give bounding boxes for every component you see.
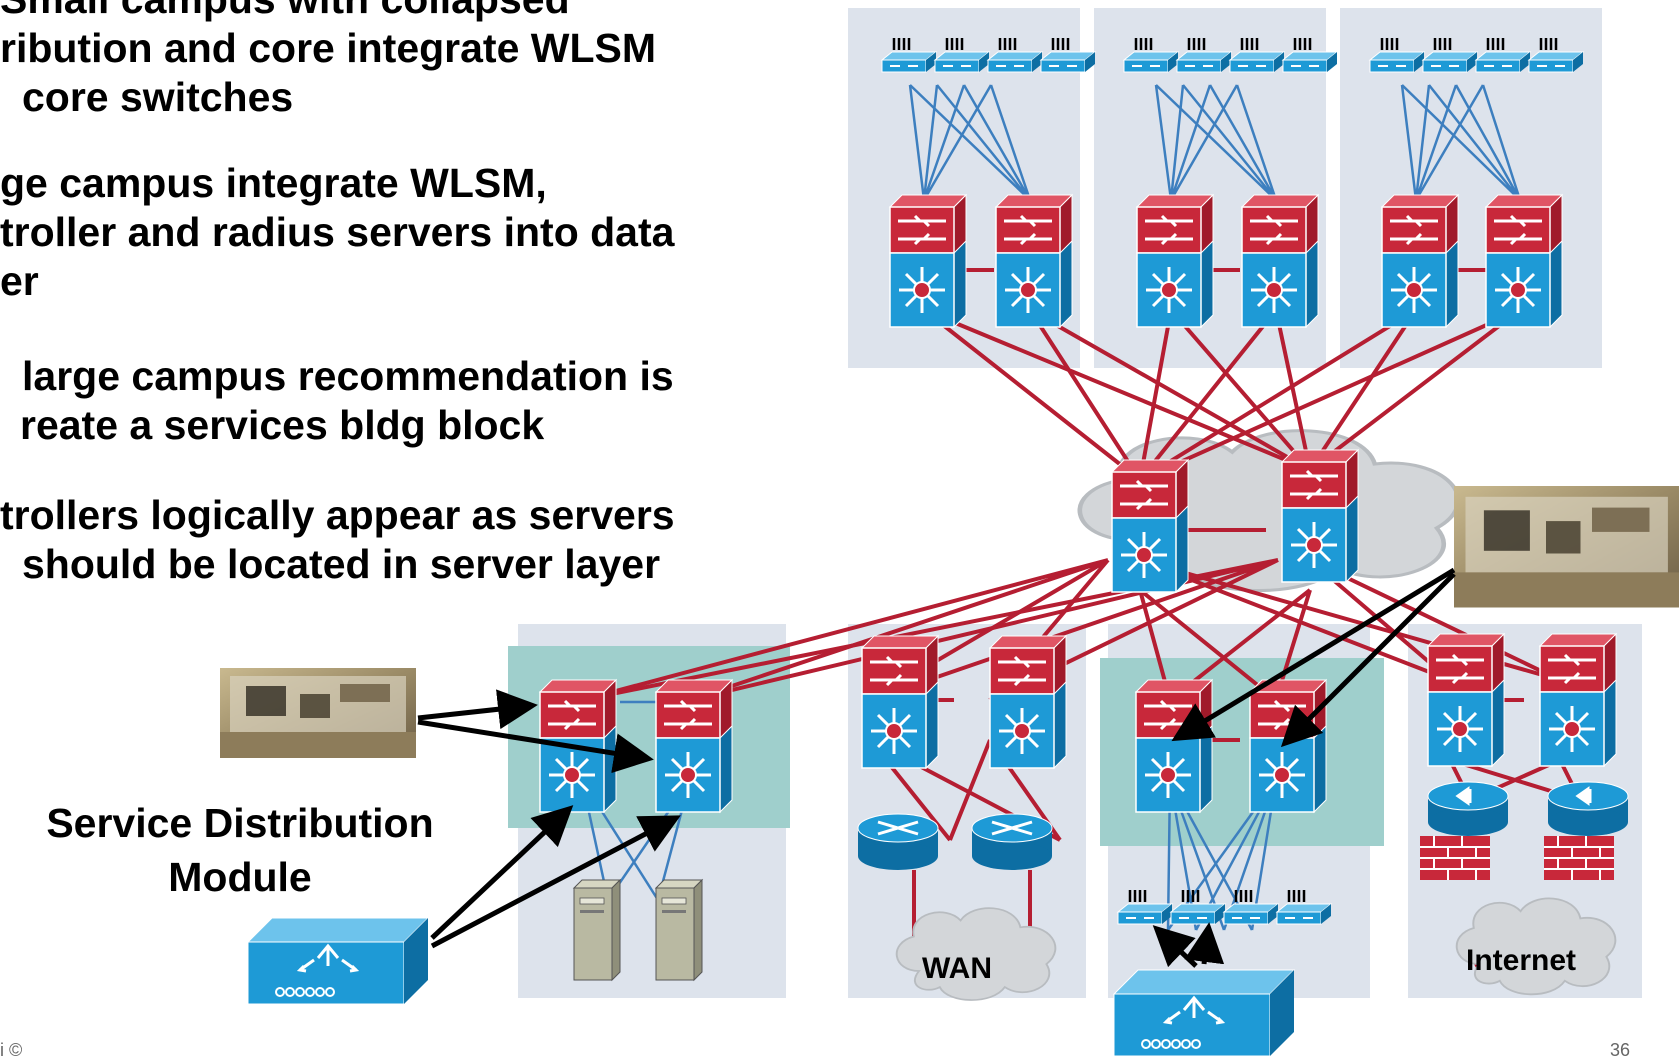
bullet-line: er (0, 258, 39, 304)
bullet-collapsed-campus: Small campus with collapsed ribution and… (0, 0, 656, 122)
access-uplinks (580, 84, 1522, 931)
bullet-line: core switches (22, 74, 294, 120)
core-links (581, 308, 1582, 842)
bullet-line: trollers logically appear as servers (0, 492, 675, 538)
bullet-very-large-campus: large campus recommendation is reate a s… (0, 352, 674, 450)
bullet-controllers: trollers logically appear as servers sho… (0, 491, 675, 589)
internet-label: Internet (1466, 944, 1576, 977)
label-line: Service Distribution (46, 800, 434, 846)
bullet-line: reate a services bldg block (20, 402, 545, 448)
bullet-line: Small campus with collapsed (0, 0, 656, 24)
wan-label: WAN (922, 952, 992, 985)
page-number: 36 (1610, 1040, 1631, 1058)
service-distribution-module-label: Service Distribution Module (0, 796, 480, 904)
bullet-line: troller and radius servers into data (0, 209, 675, 255)
footer-copyright: i © (0, 1040, 23, 1058)
label-line: Module (168, 854, 312, 900)
bullet-line: should be located in server layer (22, 541, 661, 587)
bullet-line: large campus recommendation is (22, 353, 674, 399)
bullet-line: ge campus integrate WLSM, (0, 160, 547, 206)
bullet-line: ribution and core integrate WLSM (0, 25, 657, 71)
bullet-large-campus: ge campus integrate WLSM, troller and ra… (0, 159, 674, 306)
association-arrows (417, 567, 1456, 968)
